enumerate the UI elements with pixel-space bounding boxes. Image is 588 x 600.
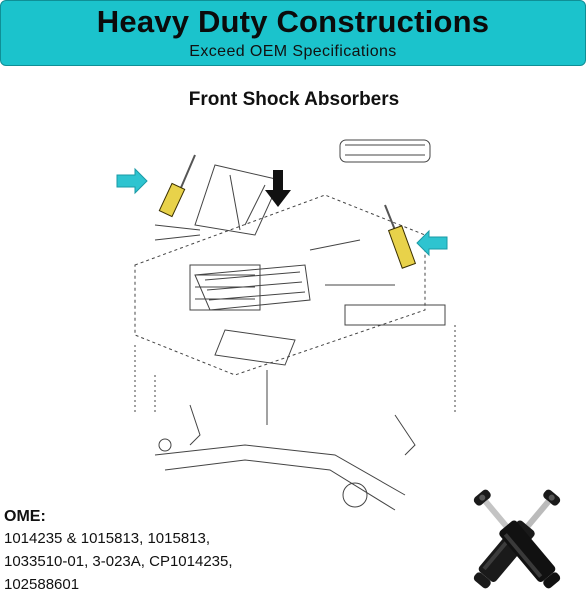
ome-number-line: 1033510-01, 3-023A, CP1014235, [4,553,233,570]
right-callout-arrow-icon [416,229,448,257]
ome-number-line: 1014235 & 1015813, 1015813, [4,530,211,547]
header-banner: Heavy Duty Constructions Exceed OEM Spec… [0,0,586,66]
exploded-suspension-diagram [116,139,456,511]
left-callout-arrow-icon [116,167,148,195]
down-arrow-icon [265,170,291,207]
banner-subtitle: Exceed OEM Specifications [189,43,397,60]
shock-absorber-pair-photo [473,489,561,589]
ome-number-line: 102588601 [4,576,80,593]
ome-label: OME: [4,508,46,525]
banner-title: Heavy Duty Constructions [96,4,490,39]
section-title: Front Shock Absorbers [188,89,400,110]
